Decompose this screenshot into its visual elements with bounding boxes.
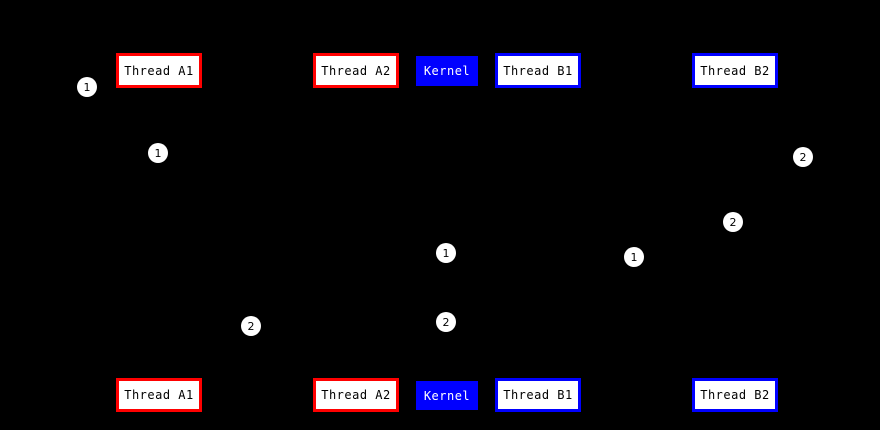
sequence-marker-m6: 1 bbox=[624, 247, 644, 267]
sequence-marker-m5: 2 bbox=[436, 312, 456, 332]
actor-label: Thread A2 bbox=[321, 63, 391, 78]
sequence-marker-label: 2 bbox=[442, 315, 450, 329]
sequence-marker-m4: 1 bbox=[436, 243, 456, 263]
actor-box-kernel[interactable]: Kernel bbox=[416, 56, 478, 86]
actor-box-thread-a1[interactable]: Thread A1 bbox=[116, 53, 202, 88]
msg-1 bbox=[158, 119, 448, 254]
lifeline-group bbox=[158, 86, 736, 381]
sequence-marker-label: 1 bbox=[83, 80, 91, 94]
sequence-marker-m8: 2 bbox=[793, 147, 813, 167]
sequence-marker-m2: 1 bbox=[148, 143, 168, 163]
actor-box-thread-a1-foot[interactable]: Thread A1 bbox=[116, 378, 202, 412]
actor-box-kernel-foot[interactable]: Kernel bbox=[416, 381, 478, 410]
actor-label: Thread B2 bbox=[700, 63, 770, 78]
actor-label: Kernel bbox=[423, 64, 471, 78]
actor-label: Thread A2 bbox=[321, 388, 391, 402]
actor-label: Thread A1 bbox=[124, 63, 194, 78]
msg-4 bbox=[158, 321, 448, 353]
msg-2 bbox=[446, 252, 539, 274]
sequence-marker-label: 2 bbox=[729, 215, 737, 229]
actor-box-thread-b1-foot[interactable]: Thread B1 bbox=[495, 378, 581, 412]
sequence-marker-m3: 2 bbox=[241, 316, 261, 336]
actor-box-thread-b2-foot[interactable]: Thread B2 bbox=[692, 378, 778, 412]
actor-box-thread-a2[interactable]: Thread A2 bbox=[313, 53, 399, 88]
actor-label: Thread B1 bbox=[503, 63, 573, 78]
sequence-marker-label: 2 bbox=[247, 319, 255, 333]
actor-box-thread-b1[interactable]: Thread B1 bbox=[495, 53, 581, 88]
sequence-marker-m1: 1 bbox=[77, 77, 97, 97]
sequence-marker-label: 2 bbox=[799, 150, 807, 164]
actor-box-thread-a2-foot[interactable]: Thread A2 bbox=[313, 378, 399, 412]
actor-box-thread-b2[interactable]: Thread B2 bbox=[692, 53, 778, 88]
sequence-marker-label: 1 bbox=[630, 250, 638, 264]
sequence-marker-label: 1 bbox=[442, 246, 450, 260]
sequence-marker-m7: 2 bbox=[723, 212, 743, 232]
actor-label: Thread B1 bbox=[503, 388, 573, 402]
sequence-marker-label: 1 bbox=[154, 146, 162, 160]
msg-3 bbox=[446, 189, 736, 323]
actor-label: Thread A1 bbox=[124, 388, 194, 402]
actor-label: Kernel bbox=[423, 388, 471, 403]
actor-label: Thread B2 bbox=[700, 388, 770, 402]
